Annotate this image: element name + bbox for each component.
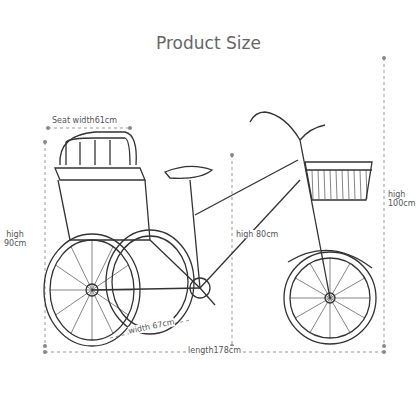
dimension-label: high 80cm — [236, 230, 278, 239]
title: Product Size — [156, 34, 261, 54]
dimension-ends — [43, 56, 386, 354]
dimension-lines — [45, 58, 384, 352]
dimension-label: high 100cm — [388, 190, 412, 208]
tricycle — [44, 112, 376, 346]
dimension-label: high 90cm — [4, 230, 26, 248]
dimension-label: length178cm — [188, 346, 241, 355]
dimension-label: Seat width61cm — [52, 116, 117, 125]
dimension-label: width 67cm — [128, 317, 176, 336]
